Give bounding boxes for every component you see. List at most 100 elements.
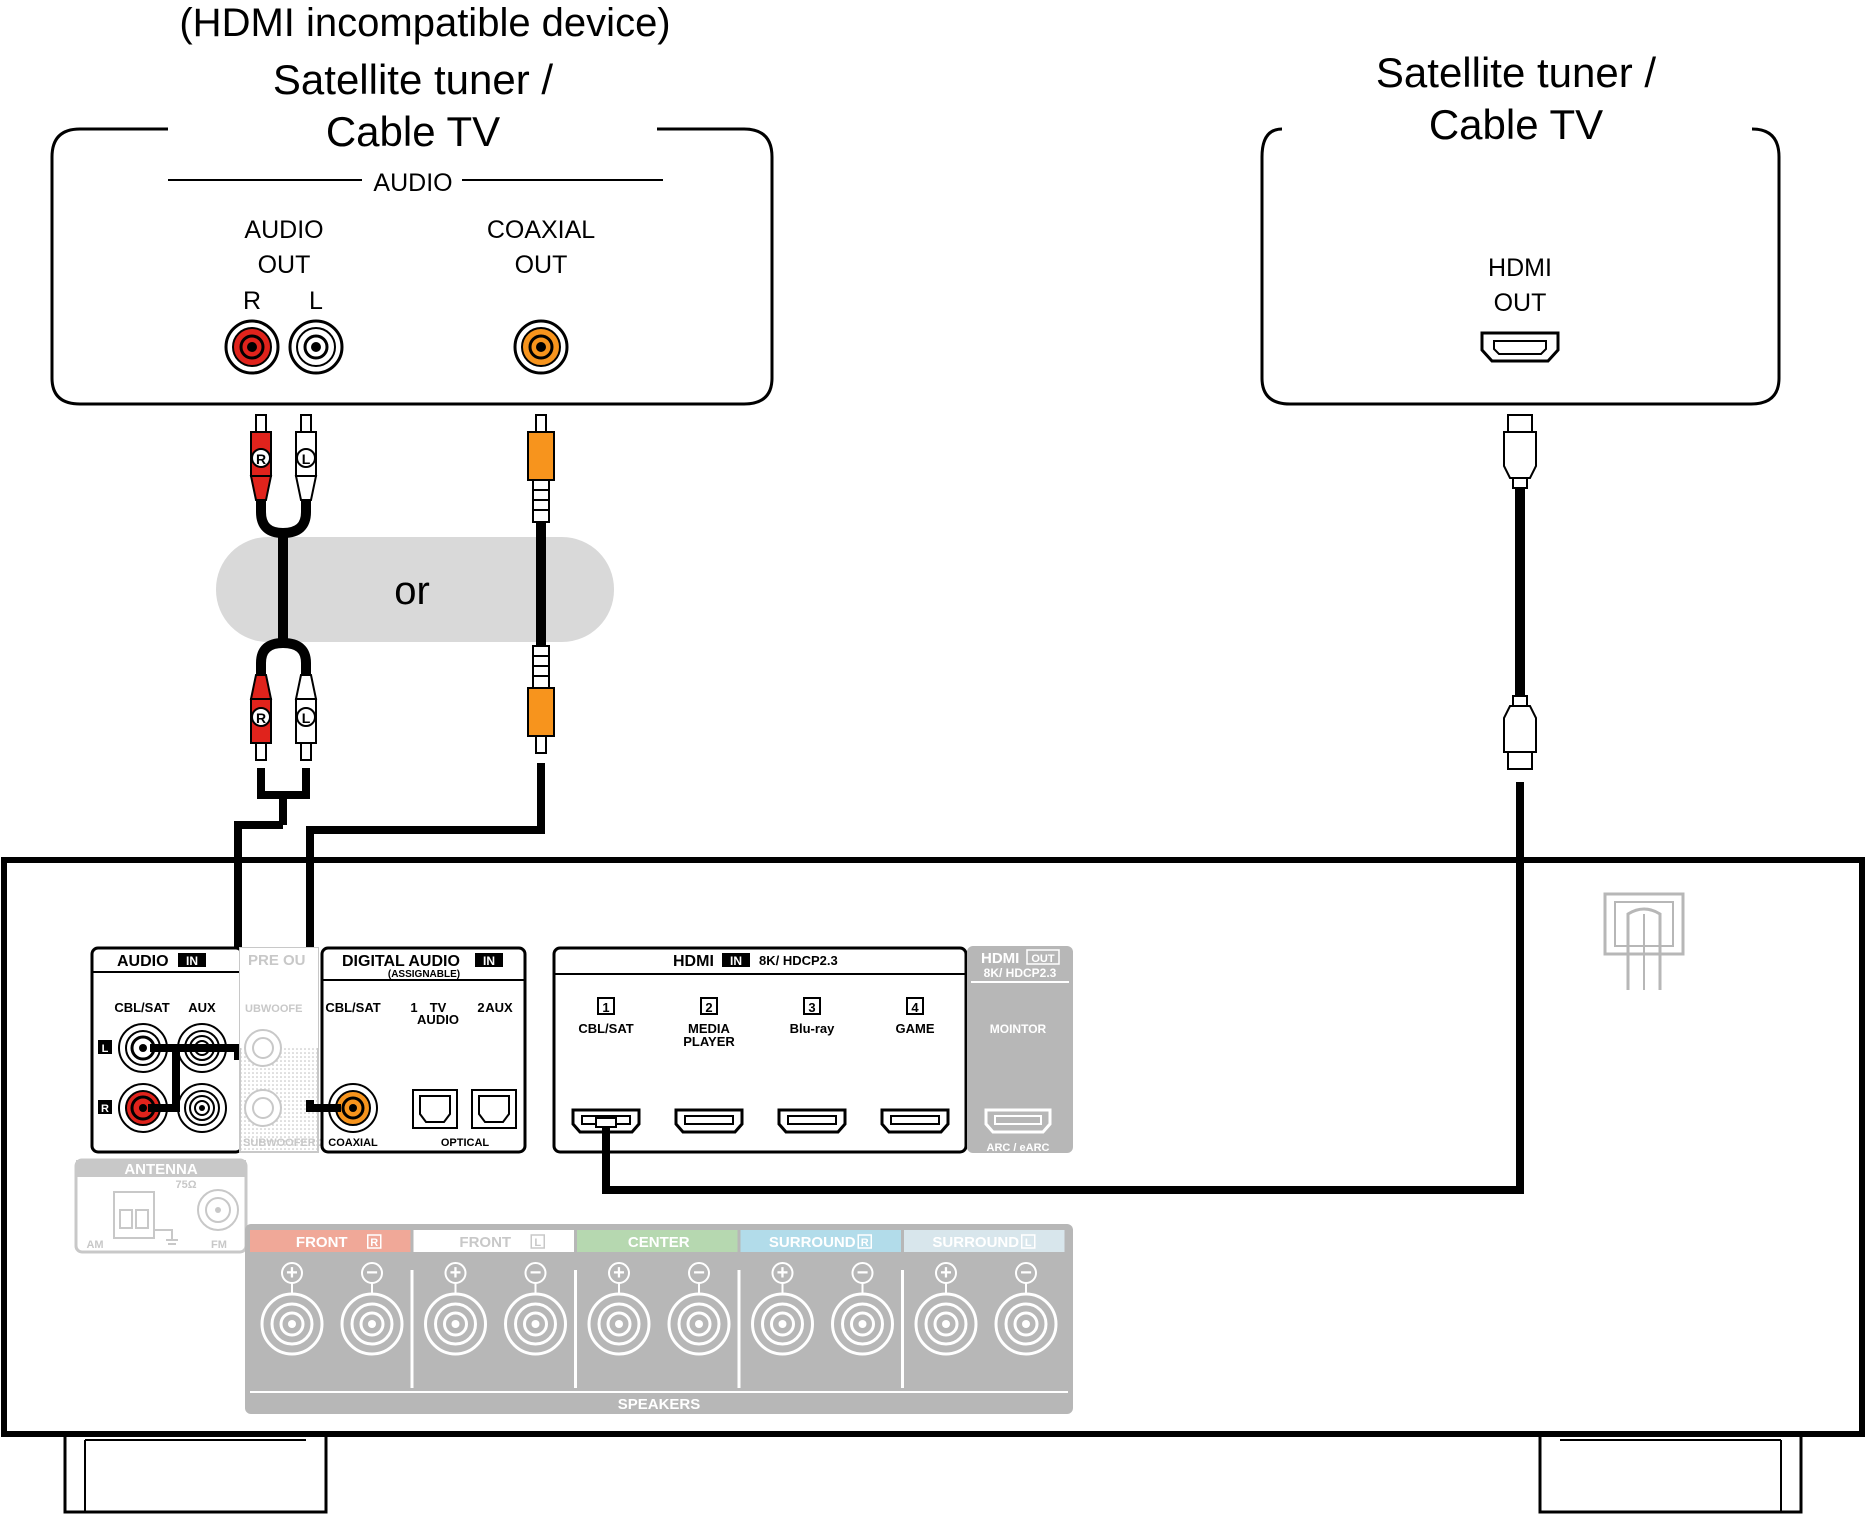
plus-sign: + xyxy=(940,1262,952,1284)
terminal-ring-inner xyxy=(606,1311,632,1337)
r-label: R xyxy=(243,287,261,315)
terminal-hole xyxy=(1022,1320,1030,1328)
left-device-caption-line2: Satellite tuner / xyxy=(273,56,553,103)
digital-tv-label-line1: TV xyxy=(430,1000,447,1015)
plug-label-r-top: R xyxy=(256,451,266,467)
speaker-channel-name: FRONT xyxy=(296,1234,348,1251)
coax-plug-bottom xyxy=(527,645,555,754)
hdmi-out-label-line2: OUT xyxy=(1494,289,1547,317)
audio-group-label: AUDIO xyxy=(373,169,452,197)
digital-tv-label-line2: AUDIO xyxy=(417,1012,459,1027)
minus-sign: − xyxy=(530,1262,542,1284)
hdmi-in-3-num: 3 xyxy=(808,1000,815,1015)
hdmi-out-label-line1: HDMI xyxy=(1488,254,1552,282)
speaker-side-box xyxy=(857,1234,872,1249)
plus-sign: + xyxy=(450,1262,462,1284)
digital-audio-in-assignable: (ASSIGNABLE) xyxy=(388,969,460,980)
digital-audio-in-title: DIGITAL AUDIO xyxy=(342,953,460,970)
audio-in-r-mark: R xyxy=(101,1103,109,1115)
rca-plug-l-top: L xyxy=(294,414,318,501)
speaker-channel-name: SURROUND xyxy=(769,1234,856,1251)
rca-plug-r-top: R xyxy=(249,414,273,501)
terminal-ring-inner xyxy=(359,1311,385,1337)
hdmi-out-badge: OUT xyxy=(1031,953,1055,965)
hdmi-in-3: 3 Blu-ray xyxy=(777,997,847,1134)
minus-sign: − xyxy=(857,1262,869,1284)
terminal-ring-inner xyxy=(850,1311,875,1337)
minus-sign: − xyxy=(693,1262,705,1284)
coaxial-out-jack xyxy=(513,319,569,375)
audio-in-aux-r-jack xyxy=(177,1083,227,1133)
hdmi-out-spec: 8K/ HDCP2.3 xyxy=(984,966,1057,980)
digital-aux-label: AUX xyxy=(485,1000,513,1015)
terminal-hole xyxy=(695,1320,703,1328)
antenna-fm: FM xyxy=(211,1239,227,1251)
right-device: Satellite tuner / Cable TV HDMI OUT xyxy=(1260,49,1781,406)
terminal-ring-mid xyxy=(270,1302,314,1346)
terminal-ring-mid xyxy=(841,1302,884,1346)
left-device-box xyxy=(50,127,774,406)
digital-audio-in-panel: DIGITAL AUDIO IN (ASSIGNABLE) CBL/SAT 1 … xyxy=(320,946,527,1154)
terminal-hole xyxy=(531,1320,540,1328)
power-inlet xyxy=(1603,892,1685,990)
hdmi-in-title: HDMI xyxy=(673,953,714,970)
antenna-panel: ANTENNA 75Ω AM FM xyxy=(74,1158,248,1254)
digital-optical-1-port xyxy=(412,1089,458,1129)
audio-in-l-mark: L xyxy=(102,1043,109,1055)
rca-plug-r-bottom: R xyxy=(249,674,273,761)
fm-terminal-icon xyxy=(197,1189,239,1231)
hdmi-in-4-label-line1: GAME xyxy=(896,1021,935,1036)
digital-cbl-sat-label: CBL/SAT xyxy=(325,1000,380,1015)
digital-optical-2-port xyxy=(471,1089,517,1129)
terminal-ring-mid xyxy=(597,1302,641,1346)
terminal-ring-inner xyxy=(523,1311,548,1337)
hdmi-in-1-label-line1: CBL/SAT xyxy=(578,1021,633,1036)
terminal-ring-inner xyxy=(933,1311,959,1337)
speaker-channel-3: CENTER+− xyxy=(577,1230,741,1388)
audio-out-r-jack xyxy=(224,319,280,375)
hdmi-in-2-label-line2: PLAYER xyxy=(683,1034,735,1049)
av-receiver: AUDIO IN CBL/SAT AUX L R xyxy=(1,857,1865,1514)
left-device: (HDMI incompatible device) Satellite tun… xyxy=(50,1,774,406)
terminal-ring-mid xyxy=(677,1302,721,1346)
terminal-hole xyxy=(451,1320,460,1328)
terminal-ring-mid xyxy=(924,1302,968,1346)
ground-icon xyxy=(154,1229,178,1245)
speaker-side-box xyxy=(1021,1234,1036,1249)
terminal-ring-inner xyxy=(1013,1311,1039,1337)
plug-label-r-bottom: R xyxy=(256,710,266,726)
plus-sign: + xyxy=(613,1262,625,1284)
hdmi-plug-in-port xyxy=(595,1117,617,1128)
or-label: or xyxy=(394,569,430,613)
hdmi-in-2: 2 MEDIA PLAYER xyxy=(674,997,744,1134)
terminal-ring-inner xyxy=(686,1311,712,1337)
speakers-label: SPEAKERS xyxy=(618,1396,701,1413)
rca-wire-to-r xyxy=(148,1048,180,1112)
digital-coaxial-label: COAXIAL xyxy=(328,1137,378,1149)
hdmi-in-badge: IN xyxy=(730,954,742,968)
terminal-ring-inner xyxy=(279,1311,305,1337)
audio-out-label-line1: AUDIO xyxy=(244,216,323,244)
digital-aux-num: 2 xyxy=(477,1000,484,1015)
hdmi-in-panel: HDMI IN 8K/ HDCP2.3 1 CBL/SAT 2 MEDIA PL… xyxy=(552,946,968,1154)
audio-in-cbl-sat-label: CBL/SAT xyxy=(114,1000,169,1015)
plug-label-l-bottom: L xyxy=(302,710,311,726)
or-bubble: or xyxy=(216,537,614,642)
left-device-caption-line1: (HDMI incompatible device) xyxy=(179,1,670,45)
audio-in-title: AUDIO xyxy=(117,953,169,970)
minus-sign: − xyxy=(366,1262,378,1284)
coaxial-out-label-line2: OUT xyxy=(515,251,568,279)
terminal-ring-mid xyxy=(1004,1302,1048,1346)
minus-sign: − xyxy=(1020,1262,1032,1284)
antenna-am: AM xyxy=(86,1239,103,1251)
terminal-ring-mid xyxy=(350,1302,394,1346)
terminal-ring-mid xyxy=(434,1302,477,1346)
terminal-ring-mid xyxy=(514,1302,557,1346)
hdmi-in-3-label-line1: Blu-ray xyxy=(790,1021,836,1036)
digital-tv-num: 1 xyxy=(410,1000,417,1015)
audio-out-label-line2: OUT xyxy=(258,251,311,279)
